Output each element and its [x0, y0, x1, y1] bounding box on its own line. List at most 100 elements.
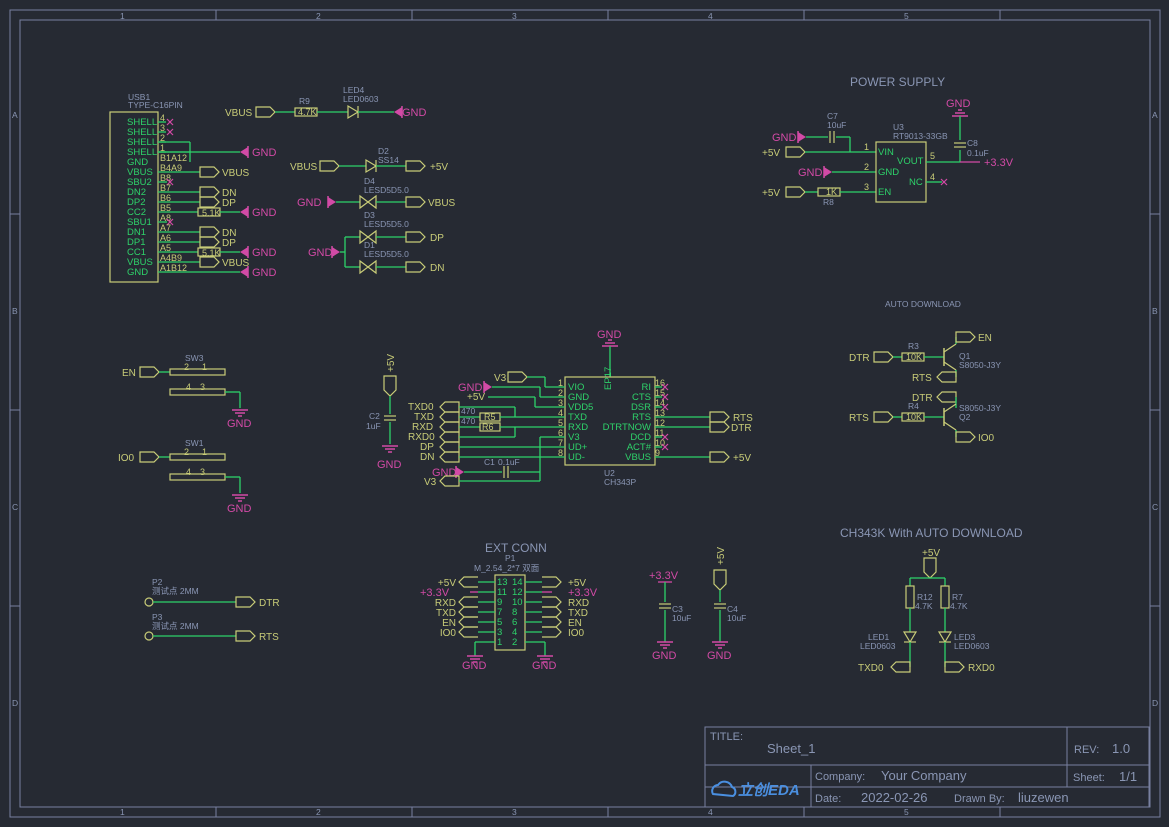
ch343-v3-label-1: V3: [494, 373, 507, 384]
usb-wiring: 5.1K 5.1K GND VBUS DN DP GND DN DP GND V…: [158, 142, 277, 279]
ch343-left-pin-number: 8: [558, 448, 563, 458]
ch343p-ic[interactable]: GND EP17 VIO1GND2VDD53TXD4RXD5V36UD+7UD-…: [408, 329, 753, 488]
c3-c4-capacitors[interactable]: +3.3V C3 10uF GND +5V C4 10uF GND: [649, 547, 746, 662]
frame-row-d-right: D: [1152, 698, 1158, 708]
frame-col-1: 1: [120, 11, 125, 21]
d1-dn-label: DN: [430, 263, 444, 274]
cloud-logo-icon: [711, 780, 737, 798]
ext-left-pin-number: 7: [497, 607, 502, 618]
sheet-frame: 1 2 3 4 5 1 2 3 4 5 A B C D A B C D: [9, 9, 1161, 818]
usb-pin-label: GND: [127, 157, 148, 168]
c2-capacitor[interactable]: +5V C2 1uF GND: [366, 354, 402, 471]
sw1-pin-3: 3: [200, 467, 205, 477]
r12-value: 4.7K: [915, 601, 933, 611]
usb-pin-label: SBU1: [127, 217, 152, 228]
frame-row-b: B: [12, 306, 18, 316]
ext-left-label: +3.3V: [420, 587, 450, 599]
sheet-value: 1/1: [1119, 769, 1137, 784]
d4-part: LESD5D5.0: [364, 185, 409, 195]
frame-row-c: C: [12, 502, 18, 512]
ldo-num-3: 3: [864, 182, 869, 192]
tvs-diodes[interactable]: GND D4 LESD5D5.0 VBUS GND D3 LESD5D5.0 D…: [297, 176, 456, 275]
c3-value: 10uF: [672, 613, 691, 623]
no-connect-icon: [166, 218, 174, 226]
frame-col-2: 2: [316, 11, 321, 21]
usb-pin-label: SHELL: [127, 147, 157, 158]
auto-download[interactable]: AUTO DOWNLOAD DTR R3 10K EN Q1 S8050-J3Y…: [849, 299, 1001, 444]
usb-pin-number: A7: [160, 223, 171, 233]
ldo-num-2: 2: [864, 162, 869, 172]
ext-right-label: +5V: [568, 578, 586, 589]
power-supply[interactable]: POWER SUPPLY GND C8 0.1uF GND C7 10uF +5…: [762, 75, 1014, 207]
frame-col-3: 3: [512, 11, 517, 21]
drawn-label: Drawn By:: [954, 793, 1005, 805]
ext-left-label: TXD: [436, 608, 456, 619]
no-connect-icon: [661, 433, 669, 441]
ch343-right-pin-label: DCD: [630, 432, 651, 443]
usb-pin-label: CC2: [127, 207, 146, 218]
c4-gnd: GND: [707, 650, 732, 662]
led4-gnd: GND: [402, 107, 427, 119]
p3-rts-label: RTS: [259, 632, 279, 643]
sw3-gnd: GND: [227, 418, 252, 430]
r6-value: 470: [461, 416, 475, 426]
no-connect-icon: [166, 178, 174, 186]
led4-circuit[interactable]: VBUS R9 4.7K LED4 LED0603 GND: [225, 85, 427, 120]
ch343-left-pin-label: VDD5: [568, 402, 593, 413]
ext-conn-title: EXT CONN: [485, 541, 547, 555]
c1-ref: C1: [484, 457, 495, 467]
sw1-ref: SW1: [185, 438, 204, 448]
q1-rts-label: RTS: [912, 373, 932, 384]
ch343-left-pin-label: TXD: [568, 412, 587, 423]
status-leds[interactable]: CH343K With AUTO DOWNLOAD +5V R12 4.7K R…: [840, 526, 1023, 674]
sw1-switch[interactable]: IO0 SW1 2 1 4 3 GND: [118, 438, 252, 515]
led4-part: LED0603: [343, 94, 379, 104]
frame-col-4: 4: [708, 11, 713, 21]
ch343-left-pin-number: 7: [558, 438, 563, 448]
usb-pin-number: A6: [160, 233, 171, 243]
ch343-txd-label: TXD: [414, 412, 434, 423]
ext-left-pin-number: 9: [497, 597, 502, 608]
ch343-right-pin-label: ACT#: [627, 442, 652, 453]
ch343-right-pin-number: 12: [655, 418, 665, 428]
usb-gnd-3: GND: [252, 247, 277, 259]
ch343-dtr-label: DTR: [731, 423, 752, 434]
ch343-right-pin-number: 10: [655, 438, 665, 448]
sw1-gnd: GND: [227, 503, 252, 515]
q1-part: S8050-J3Y: [959, 360, 1001, 370]
led4-ref: LED4: [343, 85, 365, 95]
d3-part: LESD5D5.0: [364, 219, 409, 229]
usb-pin-label: GND: [127, 267, 148, 278]
test-points[interactable]: P2 测试点 2MM DTR P3 测试点 2MM RTS: [144, 577, 280, 643]
ch343-ref: U2: [604, 468, 615, 478]
usb-ref: USB1: [128, 92, 150, 102]
logo-text: 立创EDA: [738, 781, 800, 799]
usb-pin-label: DN1: [127, 227, 146, 238]
usb-pin-number: B6: [160, 193, 171, 203]
no-connect-icon: [166, 128, 174, 136]
usb-pin-label: DN2: [127, 187, 146, 198]
frame-row-a: A: [12, 110, 18, 120]
ch343-v3-label-2: V3: [424, 477, 437, 488]
ch343-right-pin-label: RTS: [632, 412, 651, 423]
sw3-switch[interactable]: EN SW3 2 1 4 3 GND: [122, 353, 252, 430]
ext-left-pin-number: 11: [497, 587, 507, 598]
r7-value: 4.7K: [950, 601, 968, 611]
ch343-right-pin-label: DSR: [631, 402, 651, 413]
sw1-pin-2: 2: [184, 447, 189, 457]
ch343-ep-gnd: GND: [597, 329, 622, 341]
ch343-right-pin-number: 16: [655, 378, 665, 388]
ch343-5v-out-label: +5V: [733, 453, 751, 464]
q1-ref: Q1: [959, 351, 971, 361]
usb-pin-number: B1A12: [160, 153, 187, 163]
d2-diode[interactable]: VBUS D2 SS14 +5V: [290, 146, 448, 174]
drawn-value: liuzewen: [1018, 790, 1069, 805]
usb-pin-number: A1B12: [160, 263, 187, 273]
r3-value: 10K: [906, 352, 922, 362]
ch343-txd0-label: TXD0: [408, 402, 434, 413]
company-value: Your Company: [881, 768, 967, 783]
r5-value: 470: [461, 406, 475, 416]
